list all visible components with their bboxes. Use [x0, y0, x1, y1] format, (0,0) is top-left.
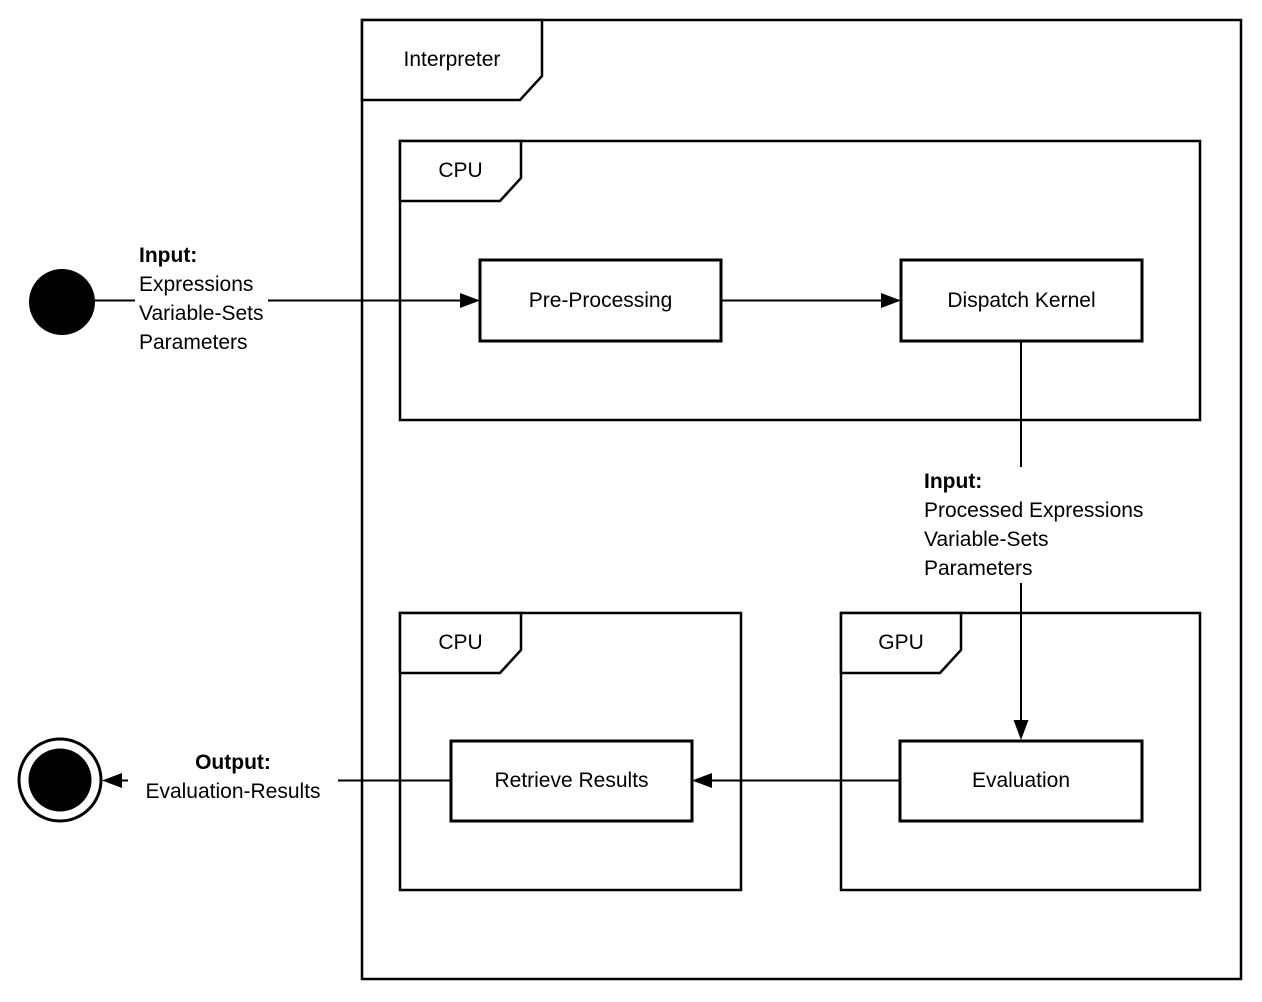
retrieve-results-box [449, 739, 694, 823]
input-gpu-line-1: Processed Expressions [924, 499, 1144, 522]
input-gpu-title: Input: [924, 470, 983, 493]
preprocessing-label: Pre-Processing [528, 288, 673, 312]
dispatch-kernel-label: Dispatch Kernel [947, 288, 1096, 312]
evaluation-label: Evaluation [971, 769, 1071, 792]
input-start-annotation: Input: Expressions Variable-Sets Paramet… [135, 241, 268, 357]
initial-node [29, 269, 95, 335]
gpu-frame-label: GPU [878, 631, 924, 654]
interpreter-frame-tab [360, 18, 544, 102]
cpu-bottom-frame-border [398, 611, 743, 892]
input-start-title: Input: [139, 244, 198, 267]
input-gpu-annotation: Input: Processed Expressions Variable-Se… [920, 467, 1148, 583]
cpu-top-frame-label: CPU [438, 159, 483, 182]
cpu-bottom-frame-label: CPU [438, 631, 483, 654]
cpu-top-frame-border [398, 139, 1202, 422]
final-node-core [28, 748, 92, 812]
input-start-line-2: Variable-Sets [139, 302, 264, 325]
output-line-1: Evaluation-Results [145, 780, 321, 803]
interpreter-frame-border [360, 18, 1243, 981]
evaluation-box [898, 739, 1144, 823]
input-start-line-1: Expressions [139, 273, 254, 296]
preprocessing-box [478, 258, 723, 343]
input-start-line-3: Parameters [139, 331, 248, 354]
dispatch-kernel-box [899, 258, 1144, 343]
input-gpu-line-3: Parameters [924, 557, 1033, 580]
arrowhead-retrieve [692, 773, 712, 788]
cpu-top-frame-tab [398, 139, 523, 203]
output-title: Output: [195, 751, 271, 774]
input-gpu-line-2: Variable-Sets [924, 528, 1049, 551]
arrowhead-end [102, 773, 122, 788]
output-annotation: Output: Evaluation-Results [128, 748, 338, 806]
interpreter-frame-label: Interpreter [403, 48, 501, 71]
retrieve-results-label: Retrieve Results [494, 769, 649, 792]
cpu-bottom-frame-tab [398, 611, 523, 675]
arrowhead-dispatch [881, 293, 901, 308]
gpu-frame-tab [839, 611, 963, 675]
arrowhead-preprocessing [460, 293, 480, 308]
arrowhead-evaluation [1013, 720, 1029, 740]
